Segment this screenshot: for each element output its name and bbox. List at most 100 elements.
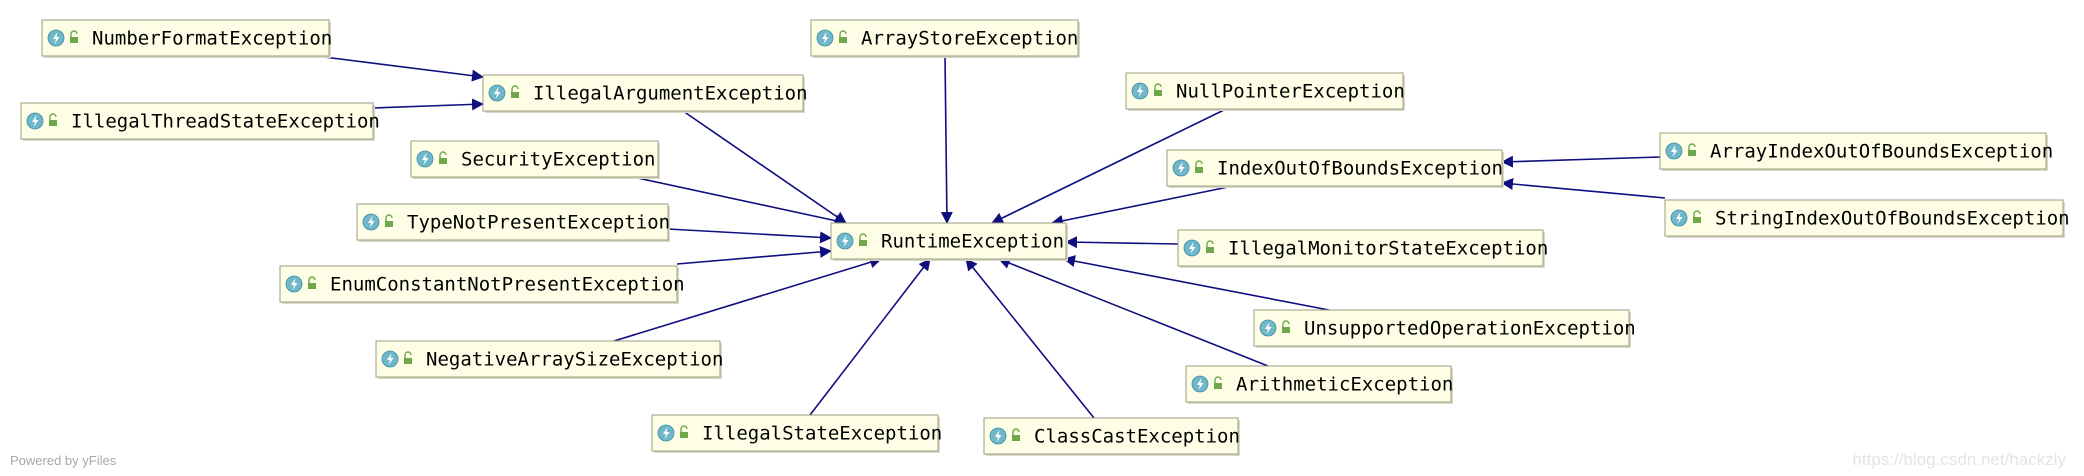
node-label: IllegalStateException <box>702 423 942 445</box>
node-label: EnumConstantNotPresentException <box>330 274 685 296</box>
node-label: IllegalMonitorStateException <box>1228 238 1548 260</box>
class-icon <box>26 112 44 130</box>
public-visibility-icon <box>1154 83 1162 96</box>
node-null-pointer[interactable]: NullPointerException <box>1125 72 1405 111</box>
class-icon <box>1670 209 1688 227</box>
node-negative-array-size[interactable]: NegativeArraySizeException <box>375 340 723 379</box>
node-array-store[interactable]: ArrayStoreException <box>810 19 1080 58</box>
node-label: UnsupportedOperationException <box>1304 318 1636 340</box>
edge-array-store-to-runtime <box>940 55 953 224</box>
class-icon <box>381 350 399 368</box>
public-visibility-icon <box>1214 376 1222 389</box>
node-arithmetic[interactable]: ArithmeticException <box>1185 365 1453 404</box>
node-number-format[interactable]: NumberFormatException <box>41 19 332 58</box>
node-label: NullPointerException <box>1176 81 1405 103</box>
node-label: ArrayStoreException <box>861 28 1078 50</box>
edge-illegal-monitor-state-to-runtime <box>1065 236 1179 249</box>
node-illegal-thread-state[interactable]: IllegalThreadStateException <box>20 102 380 141</box>
public-visibility-icon <box>385 214 393 227</box>
class-icon <box>362 213 380 231</box>
edge-illegal-thread-state-to-illegal-argument <box>372 98 484 111</box>
public-visibility-icon <box>308 276 316 289</box>
node-box <box>1253 309 1630 347</box>
edge-unsupported-operation-to-runtime <box>1063 255 1330 311</box>
edge-number-format-to-illegal-argument <box>315 55 484 82</box>
node-box <box>410 140 659 178</box>
public-visibility-icon <box>839 30 847 43</box>
class-icon <box>416 150 434 168</box>
node-enum-constant-not-present[interactable]: EnumConstantNotPresentException <box>279 265 685 304</box>
node-security[interactable]: SecurityException <box>410 140 660 179</box>
node-unsupported-operation[interactable]: UnsupportedOperationException <box>1253 309 1636 348</box>
edge-array-index-out-of-bounds-to-index-out-of-bounds <box>1501 155 1661 168</box>
node-label: TypeNotPresentException <box>407 212 670 234</box>
class-icon <box>836 232 854 250</box>
node-box <box>482 74 804 112</box>
node-illegal-argument[interactable]: IllegalArgumentException <box>482 74 808 113</box>
node-array-index-out-of-bounds[interactable]: ArrayIndexOutOfBoundsException <box>1659 132 2053 171</box>
node-box <box>810 19 1079 57</box>
node-box <box>1185 365 1452 403</box>
public-visibility-icon <box>49 113 57 126</box>
node-box <box>41 19 330 57</box>
node-box <box>830 222 1067 260</box>
node-box <box>375 340 721 378</box>
class-icon <box>285 275 303 293</box>
class-icon <box>1665 142 1683 160</box>
powered-by-label: Powered by yFiles <box>10 453 117 468</box>
node-box <box>20 102 374 140</box>
class-icon <box>1191 375 1209 393</box>
class-icon <box>1131 82 1149 100</box>
edge-security-to-runtime <box>632 176 847 227</box>
public-visibility-icon <box>1012 428 1020 441</box>
public-visibility-icon <box>70 30 78 43</box>
class-icon <box>657 424 675 442</box>
node-box <box>1177 229 1544 267</box>
node-label: SecurityException <box>461 149 655 171</box>
edge-negative-array-size-to-runtime <box>613 256 882 342</box>
class-icon <box>1183 239 1201 257</box>
edge-illegal-argument-to-runtime <box>682 110 847 224</box>
node-label: IndexOutOfBoundsException <box>1217 158 1503 180</box>
node-box <box>279 265 678 303</box>
node-box <box>356 203 669 241</box>
node-label: ArithmeticException <box>1236 374 1453 396</box>
public-visibility-icon <box>1688 143 1696 156</box>
class-icon <box>989 427 1007 445</box>
node-type-not-present[interactable]: TypeNotPresentException <box>356 203 670 242</box>
node-runtime[interactable]: RuntimeException <box>830 222 1068 261</box>
edge-enum-constant-not-present-to-runtime <box>676 245 832 265</box>
node-box <box>1125 72 1404 110</box>
class-icon <box>488 84 506 102</box>
node-string-index-out-of-bounds[interactable]: StringIndexOutOfBoundsException <box>1664 199 2070 238</box>
class-icon <box>47 29 65 47</box>
node-box <box>1166 149 1503 187</box>
public-visibility-icon <box>680 425 688 438</box>
node-class-cast[interactable]: ClassCastException <box>983 417 1240 456</box>
node-illegal-state[interactable]: IllegalStateException <box>651 414 942 453</box>
class-icon <box>1259 319 1277 337</box>
edge-index-out-of-bounds-to-runtime <box>1051 185 1234 227</box>
edge-type-not-present-to-runtime <box>667 228 832 244</box>
node-label: IllegalThreadStateException <box>71 111 380 133</box>
edge-class-cast-to-runtime <box>965 258 1095 419</box>
node-box <box>1659 132 2047 170</box>
class-icon <box>1172 159 1190 177</box>
watermark-url: https://blog.csdn.net/hackzly <box>1852 450 2066 469</box>
public-visibility-icon <box>859 233 867 246</box>
edge-illegal-state-to-runtime <box>809 258 931 416</box>
edge-arithmetic-to-runtime <box>998 257 1269 367</box>
public-visibility-icon <box>1282 320 1290 333</box>
node-box <box>983 417 1239 455</box>
node-label: NegativeArraySizeException <box>426 349 723 371</box>
edge-string-index-out-of-bounds-to-index-out-of-bounds <box>1501 178 1666 199</box>
node-label: ArrayIndexOutOfBoundsException <box>1710 141 2053 163</box>
node-illegal-monitor-state[interactable]: IllegalMonitorStateException <box>1177 229 1548 268</box>
node-index-out-of-bounds[interactable]: IndexOutOfBoundsException <box>1166 149 1504 188</box>
edge-null-pointer-to-runtime <box>991 108 1227 224</box>
public-visibility-icon <box>439 151 447 164</box>
public-visibility-icon <box>1195 160 1203 173</box>
node-box <box>651 414 939 452</box>
node-label: NumberFormatException <box>92 28 332 50</box>
